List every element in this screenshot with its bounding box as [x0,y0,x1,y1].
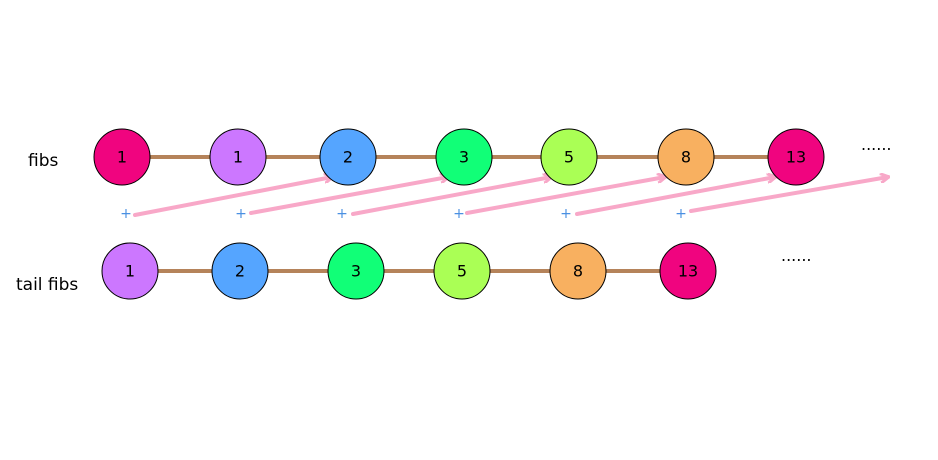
tail-node-0: 1 [101,242,159,300]
nodes-layer: 1 1 2 3 5 8 13 1 2 3 5 8 13 [93,128,825,300]
tail-node-circle [433,242,491,300]
tail-fibs-row-label: tail fibs [16,275,78,295]
labels-layer: fibs tail fibs ...... ...... [16,135,892,295]
tail-node-circle [327,242,385,300]
plus-sign-0: + [120,206,132,222]
sum-arrow-1 [249,177,448,215]
sum-arrow-2 [351,177,551,216]
tail-node-circle [549,242,607,300]
tail-node-2: 3 [327,242,385,300]
tail-node-circle [211,242,269,300]
fibs-ellipsis: ...... [861,135,892,154]
tail-node-4: 8 [549,242,607,300]
tail-node-value: 8 [573,262,583,281]
fibs-node-circle [435,128,493,186]
sum-arrow-0 [133,177,332,217]
tail-node-3: 5 [433,242,491,300]
tail-node-value: 3 [351,262,361,281]
arrows-layer: + + + + + + [120,177,888,222]
plus-sign-5: + [675,206,687,222]
fibs-node-circle [657,128,715,186]
tail-node-circle [659,242,717,300]
fibs-node-value: 1 [117,148,127,167]
fibs-node-2: 2 [319,128,377,186]
fibs-node-0: 1 [93,128,151,186]
tail-node-1: 2 [211,242,269,300]
fibs-node-value: 2 [343,148,353,167]
tail-node-value: 1 [125,262,135,281]
fibs-node-value: 13 [786,148,806,167]
plus-sign-3: + [453,206,465,222]
plus-sign-2: + [336,206,348,222]
sum-arrow-3 [465,177,665,215]
fibs-node-value: 8 [681,148,691,167]
fibs-row-label: fibs [28,151,58,171]
fibs-node-value: 1 [233,148,243,167]
fibs-node-circle [209,128,267,186]
plus-sign-1: + [235,206,247,222]
fibs-node-circle [93,128,151,186]
tail-node-5: 13 [659,242,717,300]
sum-arrow-5 [689,177,888,213]
tail-fibs-ellipsis: ...... [781,246,812,265]
tail-node-circle [101,242,159,300]
plus-sign-4: + [560,206,572,222]
tail-node-value: 2 [235,262,245,281]
tail-node-value: 5 [457,262,467,281]
fibs-node-3: 3 [435,128,493,186]
fibs-node-circle [540,128,598,186]
fibs-node-4: 5 [540,128,598,186]
fibs-node-6: 13 [767,128,825,186]
tail-node-value: 13 [678,262,698,281]
fibs-node-circle [767,128,825,186]
fibs-node-circle [319,128,377,186]
sum-arrow-4 [575,177,775,216]
fibs-node-5: 8 [657,128,715,186]
fibs-node-value: 5 [564,148,574,167]
fibs-node-1: 1 [209,128,267,186]
fibs-node-value: 3 [459,148,469,167]
